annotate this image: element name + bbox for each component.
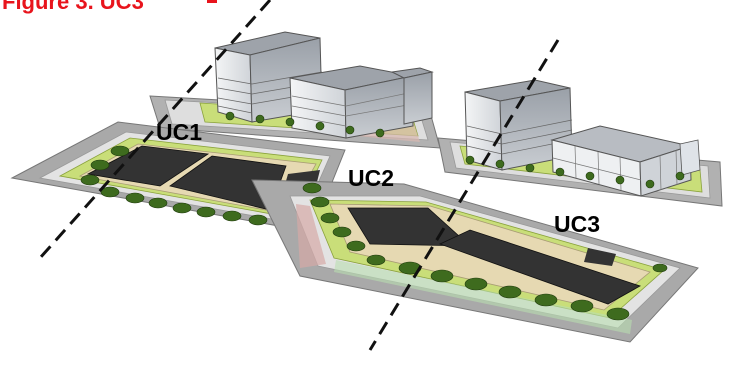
division-line-right [368, 39, 560, 351]
uc1-label: UC1 [156, 119, 202, 145]
uc3-label: UC3 [554, 211, 600, 237]
building-midrise-left [289, 65, 434, 139]
figure-caption: Figure 3. UC3 [2, 0, 144, 14]
uc2-label: UC2 [348, 165, 394, 191]
division-lines [38, 0, 560, 351]
uc2-uc3-block [251, 179, 699, 343]
caption-underscore [207, 0, 217, 3]
uc1-block [10, 121, 346, 233]
division-line-left [38, 0, 272, 259]
front-street-trees [80, 145, 668, 321]
back-street-trees [225, 111, 685, 189]
